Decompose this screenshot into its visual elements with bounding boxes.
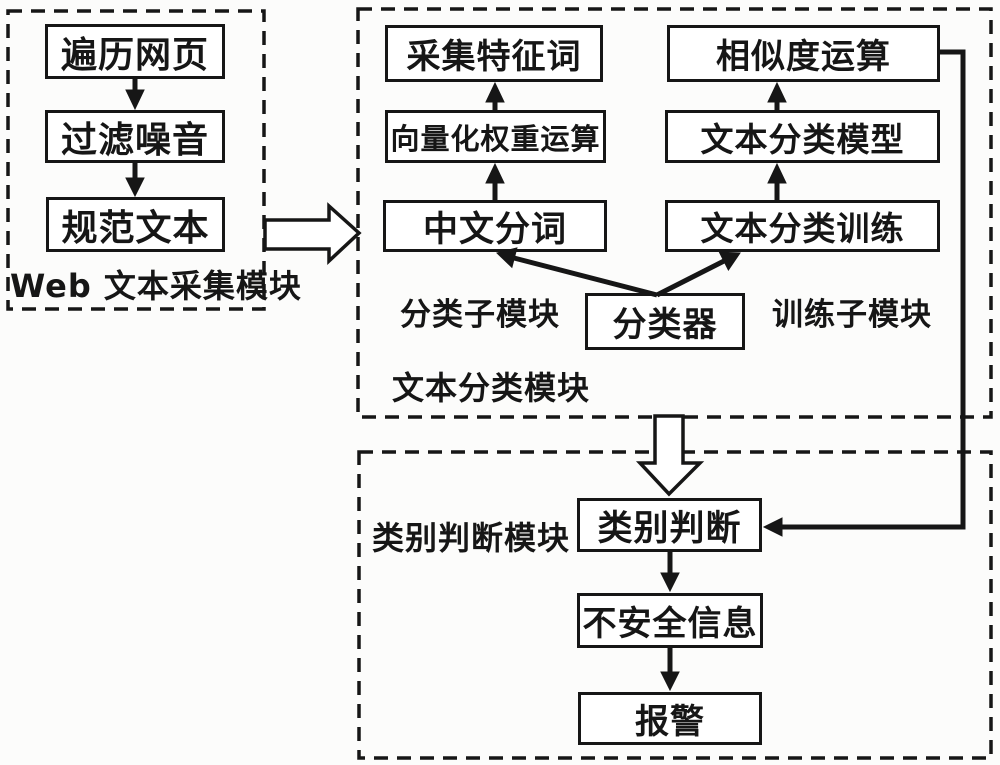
training-submodule-right-label: 训练子模块 [772, 297, 932, 333]
node-traverse-webpages: 遍历网页 [45, 24, 225, 79]
node-text-classification-model: 文本分类模型 [665, 110, 940, 163]
node-similarity-calculation: 相似度运算 [667, 25, 940, 82]
node-collect-feature-words: 采集特征词 [385, 25, 603, 82]
node-category-judgment: 类别判断 [577, 498, 762, 552]
node-vectorization-weight-calc: 向量化权重运算 [385, 110, 606, 163]
node-classifier: 分类器 [585, 293, 745, 350]
web-module-dashed-border [6, 9, 266, 311]
node-filter-noise: 过滤噪音 [45, 110, 225, 163]
node-alarm: 报警 [578, 692, 762, 745]
node-text-classification-training: 文本分类训练 [665, 200, 940, 252]
node-normalize-text: 规范文本 [46, 197, 225, 252]
web-module-label: Web 文本采集模块 [10, 267, 302, 305]
node-unsafe-information: 不安全信息 [577, 593, 763, 648]
classify-submodule-left-label: 分类子模块 [400, 297, 560, 333]
judge-module-label: 类别判断模块 [372, 519, 571, 557]
classify-module-label: 文本分类模块 [392, 369, 591, 407]
node-chinese-word-segmentation: 中文分词 [383, 200, 607, 252]
judge-module-dashed-border [357, 450, 993, 760]
